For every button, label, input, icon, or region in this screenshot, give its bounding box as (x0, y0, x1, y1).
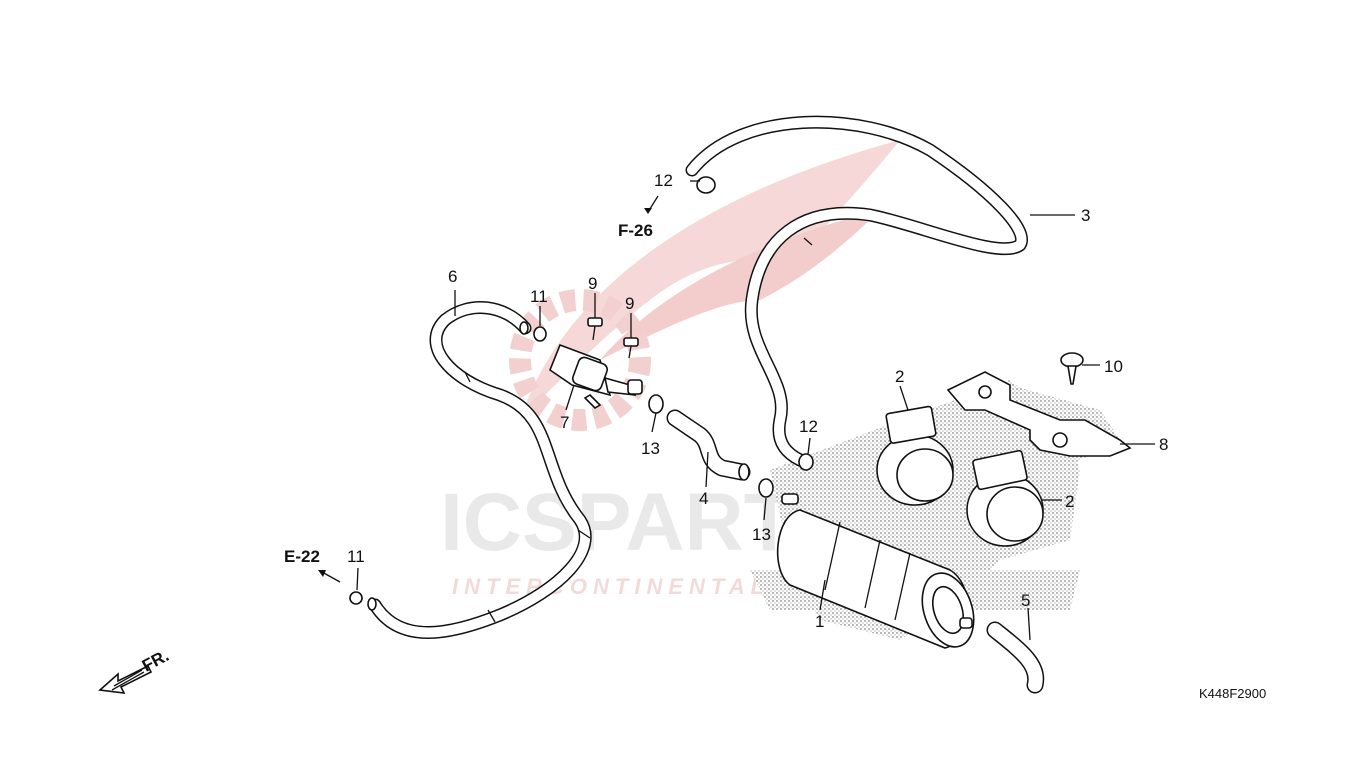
callout-13b: 13 (752, 525, 771, 544)
callout-1: 1 (815, 612, 824, 631)
callout-9b: 9 (625, 294, 634, 313)
screw-10 (1060, 352, 1084, 385)
part-code: K448F2900 (1199, 686, 1266, 701)
callout-8: 8 (1159, 435, 1168, 454)
callout-11b: 11 (347, 547, 365, 566)
callout-labels: 1 2 2 3 4 5 6 7 8 9 9 10 11 11 12 12 13 … (347, 171, 1168, 631)
callout-2b: 2 (1065, 492, 1074, 511)
callout-6: 6 (448, 267, 457, 286)
hose-3 (685, 115, 1028, 467)
band-2a (876, 405, 954, 506)
hose-4 (666, 409, 751, 481)
callout-7: 7 (560, 413, 569, 432)
hose-5 (986, 621, 1045, 694)
clip-11a (533, 326, 547, 342)
leader-lines (318, 180, 1155, 641)
callout-9a: 9 (588, 274, 597, 293)
watermark-gear (509, 289, 651, 431)
solenoid-valve-7 (549, 343, 643, 410)
ref-f26[interactable]: F-26 (618, 221, 653, 240)
clip-11b (349, 591, 363, 605)
ref-e22[interactable]: E-22 (284, 547, 320, 566)
hose-6 (367, 301, 592, 639)
screw-9a (587, 317, 603, 341)
callout-13a: 13 (641, 439, 660, 458)
canister-1 (776, 493, 975, 649)
callout-5: 5 (1021, 591, 1030, 610)
callout-4: 4 (699, 489, 708, 508)
band-2b (966, 449, 1044, 547)
callout-12b: 12 (799, 417, 818, 436)
callout-10: 10 (1104, 357, 1123, 376)
callout-11a: 11 (530, 287, 548, 306)
callout-3: 3 (1081, 206, 1090, 225)
clip-12a (696, 176, 716, 194)
screw-9b (623, 337, 639, 359)
clip-12b (798, 453, 814, 471)
front-arrow-icon: FR. (98, 646, 172, 694)
callout-12a: 12 (654, 171, 673, 190)
callout-2a: 2 (895, 367, 904, 386)
clip-13a (648, 394, 664, 414)
watermark-wing-2 (600, 210, 880, 360)
bracket-8 (946, 371, 1132, 457)
clip-13b (758, 478, 774, 498)
watermark-wing (520, 140, 900, 420)
